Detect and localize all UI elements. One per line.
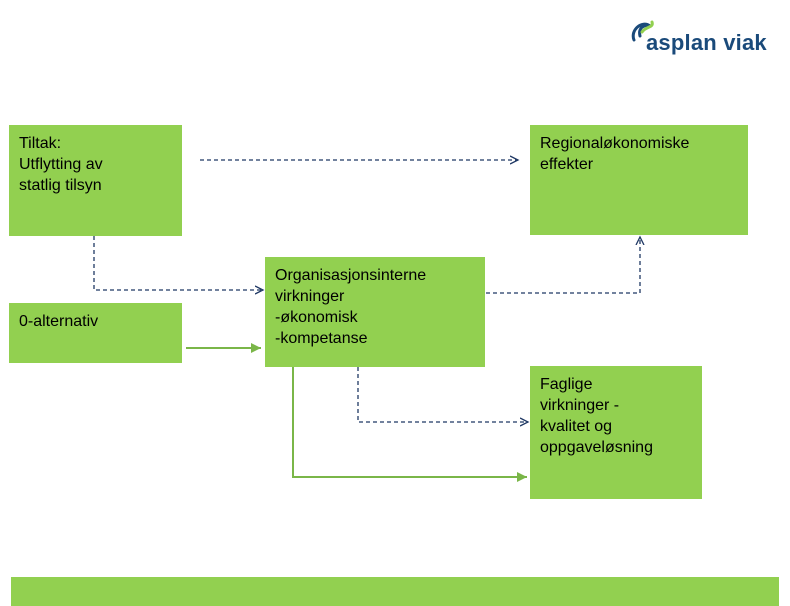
box-organisasjon-line-2: virkninger [275, 288, 345, 305]
box-tiltak-line-1: Tiltak: [19, 135, 62, 152]
box-faglige-line-3: kvalitet og [540, 418, 613, 435]
box-faglige: Faglige virkninger - kvalitet og oppgave… [530, 366, 702, 499]
swirl-logo-icon [631, 20, 654, 42]
box-faglige-line-1: Faglige [540, 376, 593, 393]
box-faglige-line-2: virkninger - [540, 397, 620, 414]
box-tiltak-line-2: Utflytting av [19, 156, 103, 173]
box-regional: Regionaløkonomiske effekter [530, 125, 748, 235]
box-nullalternativ-line-1: 0-alternativ [19, 313, 99, 330]
box-organisasjon: Organisasjonsinterne virkninger -økonomi… [265, 257, 485, 367]
company-logo [628, 18, 778, 68]
footer-bar [11, 577, 779, 606]
box-regional-line-2: effekter [540, 156, 594, 173]
box-tiltak-line-3: statlig tilsyn [19, 177, 102, 194]
arrow-organisasjon-to-faglige [357, 367, 528, 422]
box-organisasjon-line-1: Organisasjonsinterne [275, 267, 427, 284]
box-organisasjon-line-4: -kompetanse [275, 330, 368, 347]
box-tiltak: Tiltak: Utflytting av statlig tilsyn [9, 125, 182, 236]
box-regional-line-1: Regionaløkonomiske [540, 135, 690, 152]
box-nullalternativ: 0-alternativ [9, 303, 182, 363]
arrow-tiltak-to-organisasjon [93, 236, 263, 290]
logo-text: asplan viak [646, 30, 767, 55]
arrow-organisasjon-to-faglige-green [292, 367, 527, 482]
box-faglige-line-4: oppgaveløsning [540, 439, 653, 456]
arrow-organisasjon-to-regional [486, 237, 640, 294]
box-organisasjon-line-3: -økonomisk [275, 309, 358, 326]
